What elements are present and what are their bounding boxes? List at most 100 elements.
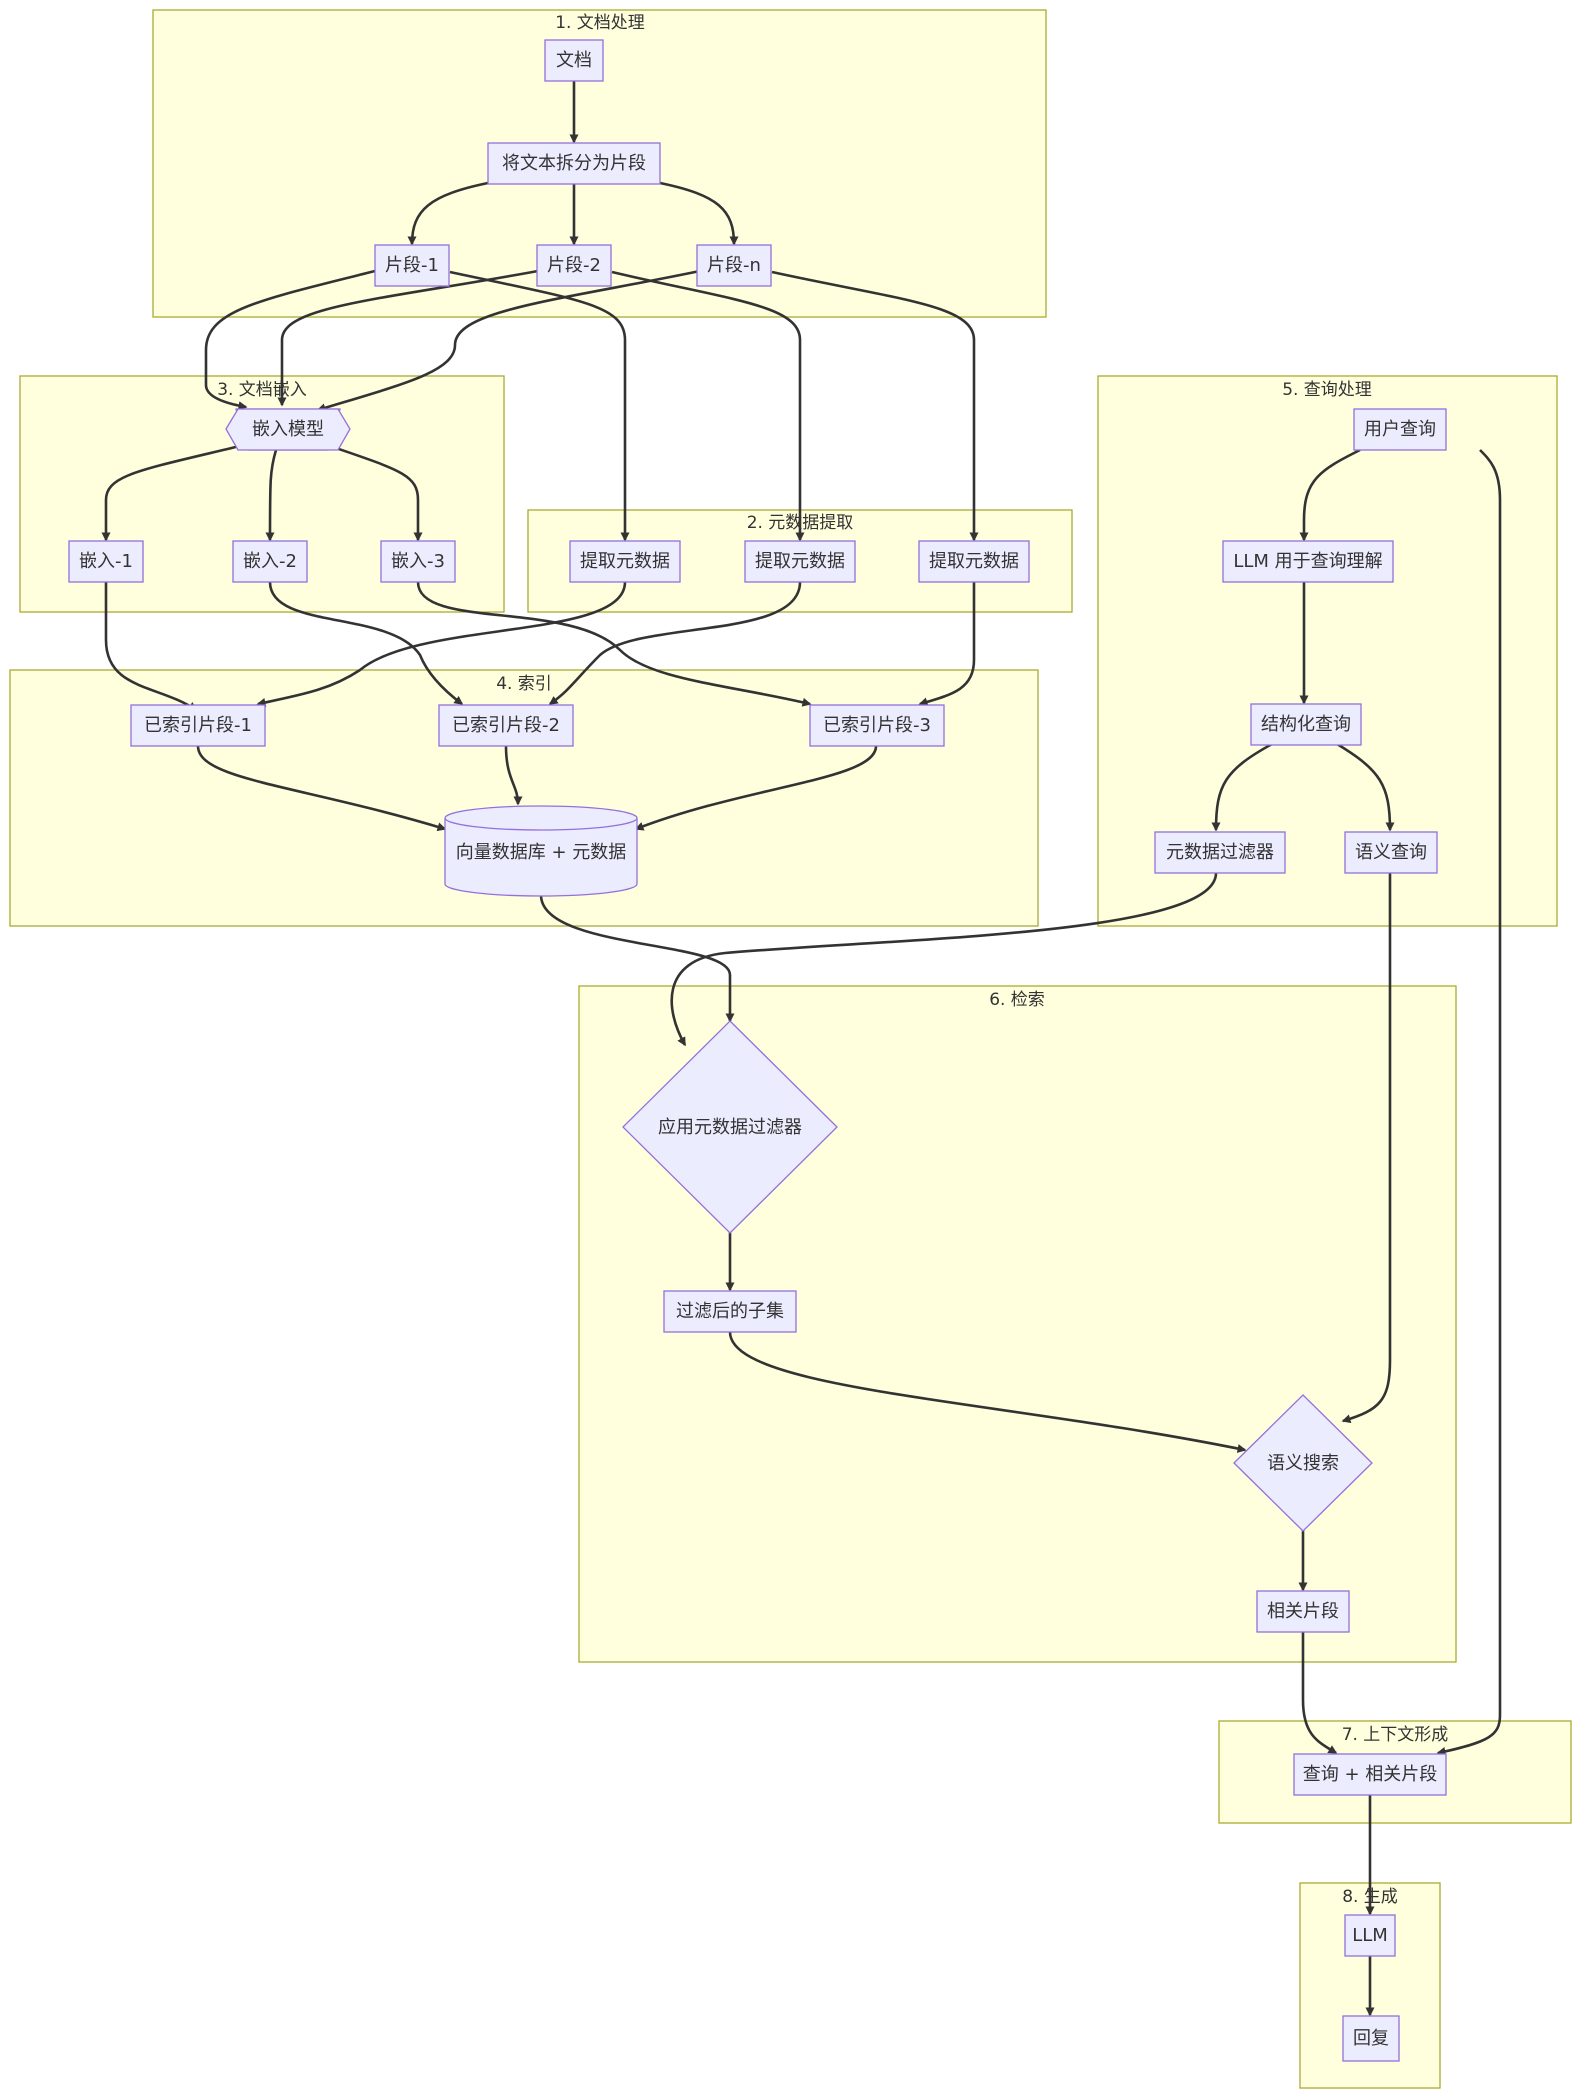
- node-label: 过滤后的子集: [676, 1301, 784, 1322]
- cluster-label: 1. 文档处理: [555, 13, 645, 33]
- edge-metadatafilter-applyfilter: [670, 872, 1218, 1047]
- edge-extract2-indexed2: [548, 581, 802, 706]
- edge-indexed1-vectordb: [196, 745, 447, 832]
- node-box: [1222, 540, 1394, 583]
- node-label: 已索引片段-2: [452, 715, 560, 736]
- edge-chunkn-embedmodel: [316, 269, 701, 413]
- node-box: [438, 704, 574, 747]
- cluster-label: 4. 索引: [496, 674, 552, 694]
- node-chunk2[interactable]: 片段-2: [536, 244, 612, 287]
- node-box: [918, 540, 1030, 583]
- edge-embedmodel-embed2: [265, 449, 278, 542]
- edge-embed3-indexed3: [416, 581, 812, 707]
- node-label: 将文本拆分为片段: [502, 153, 646, 174]
- node-label: 回复: [1353, 2028, 1389, 2049]
- node-embed2[interactable]: 嵌入-2: [232, 540, 308, 583]
- edges: [101, 80, 1502, 2017]
- node-chunkn[interactable]: 片段-n: [696, 244, 772, 287]
- node-llm-understanding[interactable]: LLM 用于查询理解: [1222, 540, 1394, 583]
- edge-vectordb-applyfilter: [539, 894, 735, 1023]
- edge-extract1-indexed1: [256, 581, 627, 707]
- node-box: [487, 142, 661, 185]
- node-indexed2[interactable]: 已索引片段-2: [438, 704, 574, 747]
- node-label: 语义查询: [1355, 842, 1427, 863]
- node-label: 提取元数据: [929, 551, 1019, 572]
- node-reply[interactable]: 回复: [1342, 2015, 1400, 2062]
- node-box: [1353, 408, 1447, 451]
- edge-indexed3-vectordb: [634, 745, 878, 831]
- edge-split-chunkn: [659, 181, 739, 246]
- node-apply-filter[interactable]: 应用元数据过滤器: [622, 1020, 838, 1234]
- node-label: 嵌入-1: [79, 551, 133, 572]
- edge-embedmodel-embed1: [101, 444, 241, 542]
- node-box: [544, 39, 604, 82]
- node-label: 已索引片段-3: [823, 715, 931, 736]
- node-box: [744, 540, 856, 583]
- edge-chunkn-extract3: [771, 270, 979, 542]
- node-semantic-query[interactable]: 语义查询: [1344, 831, 1438, 874]
- node-filtered-subset[interactable]: 过滤后的子集: [663, 1290, 797, 1333]
- node-box: [1293, 1753, 1447, 1796]
- node-label: 嵌入模型: [252, 419, 324, 440]
- node-embed1[interactable]: 嵌入-1: [68, 540, 144, 583]
- node-box: [809, 704, 945, 747]
- node-label: LLM: [1352, 1925, 1388, 1946]
- node-label: 提取元数据: [755, 551, 845, 572]
- cluster-label: 5. 查询处理: [1282, 380, 1372, 400]
- node-box: [130, 704, 266, 747]
- node-embed-model[interactable]: 嵌入模型: [225, 408, 351, 451]
- node-metadata-filter[interactable]: 元数据过滤器: [1154, 831, 1286, 874]
- node-split[interactable]: 将文本拆分为片段: [487, 142, 661, 185]
- node-label: 嵌入-3: [391, 551, 445, 572]
- node-label: 提取元数据: [580, 551, 670, 572]
- node-user-query[interactable]: 用户查询: [1353, 408, 1447, 451]
- node-chunk1[interactable]: 片段-1: [374, 244, 450, 287]
- node-document[interactable]: 文档: [544, 39, 604, 82]
- node-query-plus-chunks[interactable]: 查询 + 相关片段: [1293, 1753, 1447, 1796]
- node-embed3[interactable]: 嵌入-3: [380, 540, 456, 583]
- node-indexed1[interactable]: 已索引片段-1: [130, 704, 266, 747]
- edge-embed1-indexed1: [104, 582, 198, 712]
- node-box: [1154, 831, 1286, 874]
- node-extract3[interactable]: 提取元数据: [918, 540, 1030, 583]
- edge-relevantchunks-queryplus: [1301, 1632, 1338, 1755]
- edge-embed2-indexed2: [268, 581, 464, 706]
- cluster-label: 3. 文档嵌入: [217, 380, 307, 400]
- node-label: 片段-2: [547, 255, 601, 276]
- node-box: [569, 540, 681, 583]
- node-label: 应用元数据过滤器: [658, 1117, 802, 1138]
- node-relevant-chunks[interactable]: 相关片段: [1256, 1590, 1350, 1633]
- edge-chunk2-extract2: [611, 270, 805, 542]
- node-extract1[interactable]: 提取元数据: [569, 540, 681, 583]
- edge-userquery-queryplus: [1436, 449, 1502, 1756]
- node-label: 片段-n: [707, 255, 761, 276]
- node-label: 已索引片段-1: [144, 715, 252, 736]
- node-label: 结构化查询: [1261, 714, 1351, 735]
- node-box: [663, 1290, 797, 1333]
- edge-userquery-llmunderstanding: [1299, 448, 1361, 542]
- node-box: [68, 540, 144, 583]
- node-box: [380, 540, 456, 583]
- node-extract2[interactable]: 提取元数据: [744, 540, 856, 583]
- node-structured-query[interactable]: 结构化查询: [1250, 703, 1362, 746]
- node-llm[interactable]: LLM: [1344, 1914, 1396, 1957]
- node-box: [232, 540, 308, 583]
- edge-chunk1-extract1: [449, 270, 630, 542]
- node-indexed3[interactable]: 已索引片段-3: [809, 704, 945, 747]
- node-label: 查询 + 相关片段: [1303, 1764, 1438, 1785]
- node-vector-db[interactable]: 向量数据库 + 元数据: [444, 805, 638, 897]
- edge-chunk2-embedmodel: [277, 269, 539, 407]
- node-box: [536, 244, 612, 287]
- node-label: 片段-1: [385, 255, 439, 276]
- node-label: 嵌入-2: [243, 551, 297, 572]
- node-label: 元数据过滤器: [1166, 842, 1274, 863]
- edge-extract3-indexed3: [918, 582, 976, 707]
- node-semantic-search[interactable]: 语义搜索: [1233, 1394, 1373, 1532]
- edge-split-chunk1: [407, 181, 489, 246]
- node-box: [374, 244, 450, 287]
- node-diamond: [622, 1020, 838, 1234]
- node-hexagon: [225, 408, 351, 451]
- node-box: [1344, 1914, 1396, 1957]
- cluster-label: 6. 检索: [989, 990, 1045, 1010]
